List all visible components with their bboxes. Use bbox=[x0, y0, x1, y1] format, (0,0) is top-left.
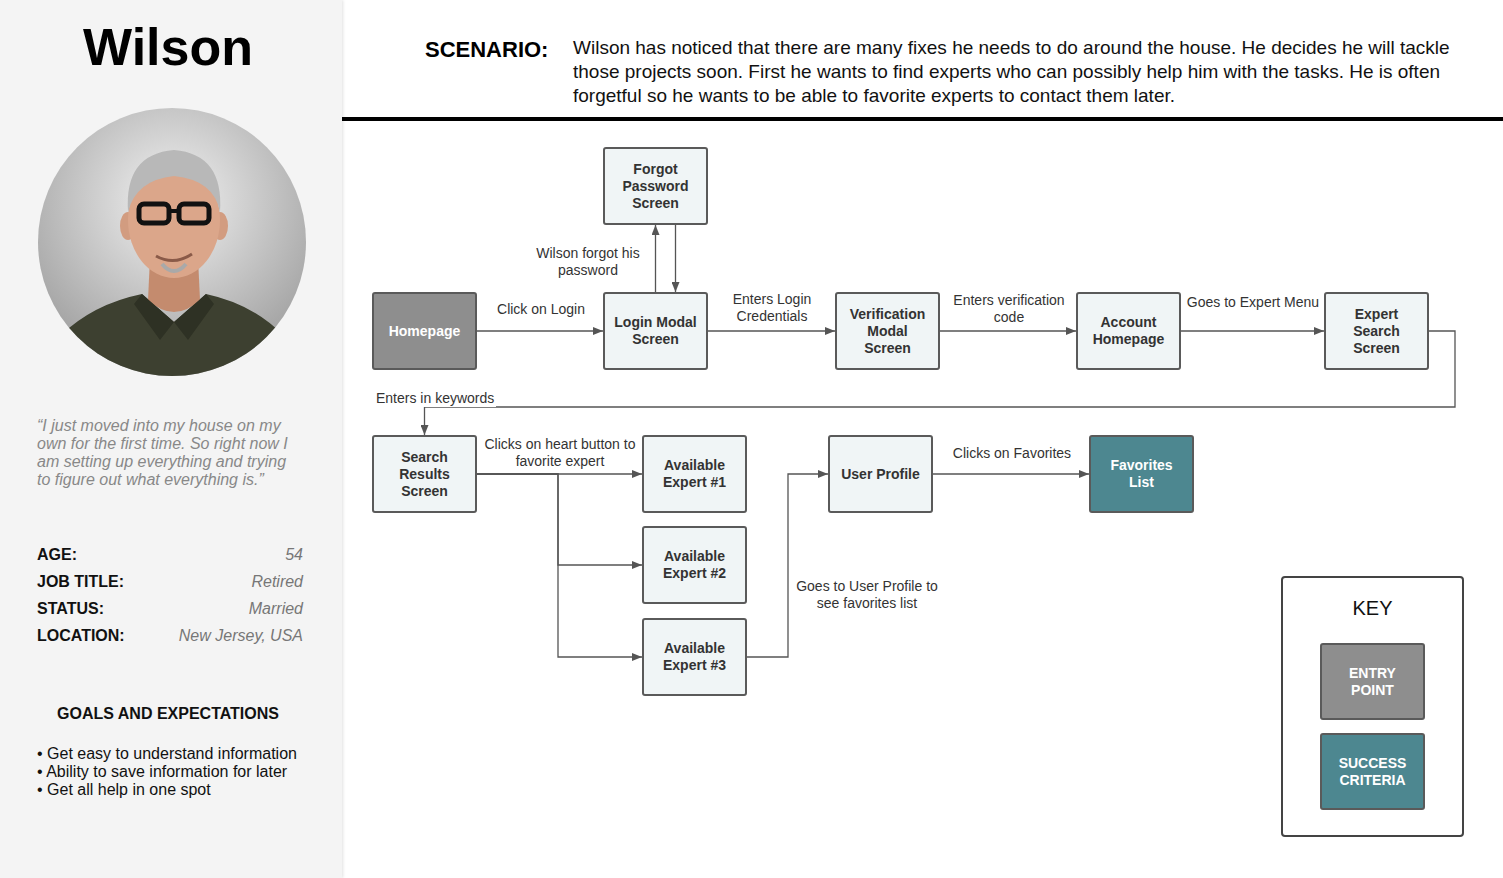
box-text: Available Expert #1 bbox=[650, 457, 739, 491]
flow-arrow bbox=[477, 474, 642, 657]
box-text: Forgot Password Screen bbox=[611, 161, 700, 212]
persona-name: Wilson bbox=[0, 16, 336, 78]
photo-background bbox=[38, 108, 306, 376]
field-value: New Jersey, USA bbox=[140, 626, 303, 646]
screen-box: Search Results Screen bbox=[372, 435, 477, 513]
goal-bullet: • Get all help in one spot bbox=[37, 781, 337, 799]
legend-swatch: ENTRY POINT bbox=[1320, 643, 1425, 720]
flow-arrow bbox=[708, 330, 835, 331]
field-name: LOCATION: bbox=[37, 626, 125, 646]
header-rule bbox=[342, 117, 1503, 121]
glasses bbox=[139, 204, 169, 223]
section-heading: GOALS AND EXPECTATIONS bbox=[0, 704, 336, 724]
flow-arrow bbox=[477, 330, 603, 331]
edge-label: Clicks on Favorites bbox=[942, 445, 1082, 462]
flow-arrow bbox=[675, 225, 676, 292]
box-text: Available Expert #3 bbox=[650, 640, 739, 674]
flow-arrow bbox=[940, 330, 1076, 331]
box-text: Search Results Screen bbox=[380, 449, 469, 500]
screen-box: Login Modal Screen bbox=[603, 292, 708, 370]
scenario-text: Wilson has noticed that there are many f… bbox=[573, 36, 1468, 108]
photo-group bbox=[38, 108, 306, 376]
legend-swatch: SUCCESS CRITERIA bbox=[1320, 733, 1425, 810]
screen-box: Available Expert #2 bbox=[642, 526, 747, 604]
beard bbox=[162, 264, 186, 271]
flow-arrow bbox=[933, 473, 1089, 474]
goal-bullet: • Get easy to understand information bbox=[37, 745, 337, 763]
collar bbox=[134, 294, 214, 340]
box-text: Expert Search Screen bbox=[1332, 306, 1421, 357]
field-name: AGE: bbox=[37, 545, 77, 565]
edge-label: Enters verification code bbox=[943, 292, 1075, 326]
box-text: Available Expert #2 bbox=[650, 548, 739, 582]
goal-bullet: • Ability to save information for later bbox=[37, 763, 337, 781]
edge-label: Wilson forgot his password bbox=[527, 245, 649, 279]
legend-text: ENTRY POINT bbox=[1328, 665, 1417, 699]
screen-box: Verification Modal Screen bbox=[835, 292, 940, 370]
field-value: 54 bbox=[140, 545, 303, 565]
persona-quote: “I just moved into my house on my own fo… bbox=[37, 417, 299, 489]
screen-box: Expert Search Screen bbox=[1324, 292, 1429, 370]
screen-box: Forgot Password Screen bbox=[603, 147, 708, 225]
screen-box: Available Expert #1 bbox=[642, 435, 747, 513]
box-text: Favorites List bbox=[1097, 457, 1186, 491]
glasses-bridge bbox=[169, 209, 179, 213]
box-text: User Profile bbox=[841, 466, 920, 483]
entry-screen: Homepage bbox=[372, 292, 477, 370]
field-name: STATUS: bbox=[37, 599, 104, 619]
flow-arrow bbox=[477, 474, 642, 565]
edge-label: Goes to Expert Menu bbox=[1184, 294, 1322, 311]
screen-box: Account Homepage bbox=[1076, 292, 1181, 370]
box-text: Homepage bbox=[389, 323, 461, 340]
flow-arrow bbox=[747, 474, 828, 657]
persona-photo bbox=[38, 108, 306, 376]
field-name: JOB TITLE: bbox=[37, 572, 124, 592]
key-heading: KEY bbox=[1281, 596, 1464, 620]
box-text: Verification Modal Screen bbox=[843, 306, 932, 357]
edge-label: Goes to User Profile to see favorites li… bbox=[794, 578, 940, 612]
flow-arrow bbox=[1181, 330, 1324, 331]
field-value: Married bbox=[140, 599, 303, 619]
legend-text: SUCCESS CRITERIA bbox=[1328, 755, 1417, 789]
screen-box: User Profile bbox=[828, 435, 933, 513]
edge-label: Clicks on heart button to favorite exper… bbox=[481, 436, 639, 470]
flow-arrow bbox=[655, 225, 656, 292]
edge-label: Click on Login bbox=[480, 301, 602, 318]
edge-label: Enters Login Credentials bbox=[712, 291, 832, 325]
field-value: Retired bbox=[140, 572, 303, 592]
mouth bbox=[156, 254, 192, 261]
box-text: Account Homepage bbox=[1084, 314, 1173, 348]
scenario-heading: SCENARIO: bbox=[425, 37, 548, 63]
glasses bbox=[179, 204, 209, 223]
edge-label: Enters in keywords bbox=[374, 390, 496, 407]
screen-box: Available Expert #3 bbox=[642, 618, 747, 696]
box-text: Login Modal Screen bbox=[611, 314, 700, 348]
success-screen: Favorites List bbox=[1089, 435, 1194, 513]
